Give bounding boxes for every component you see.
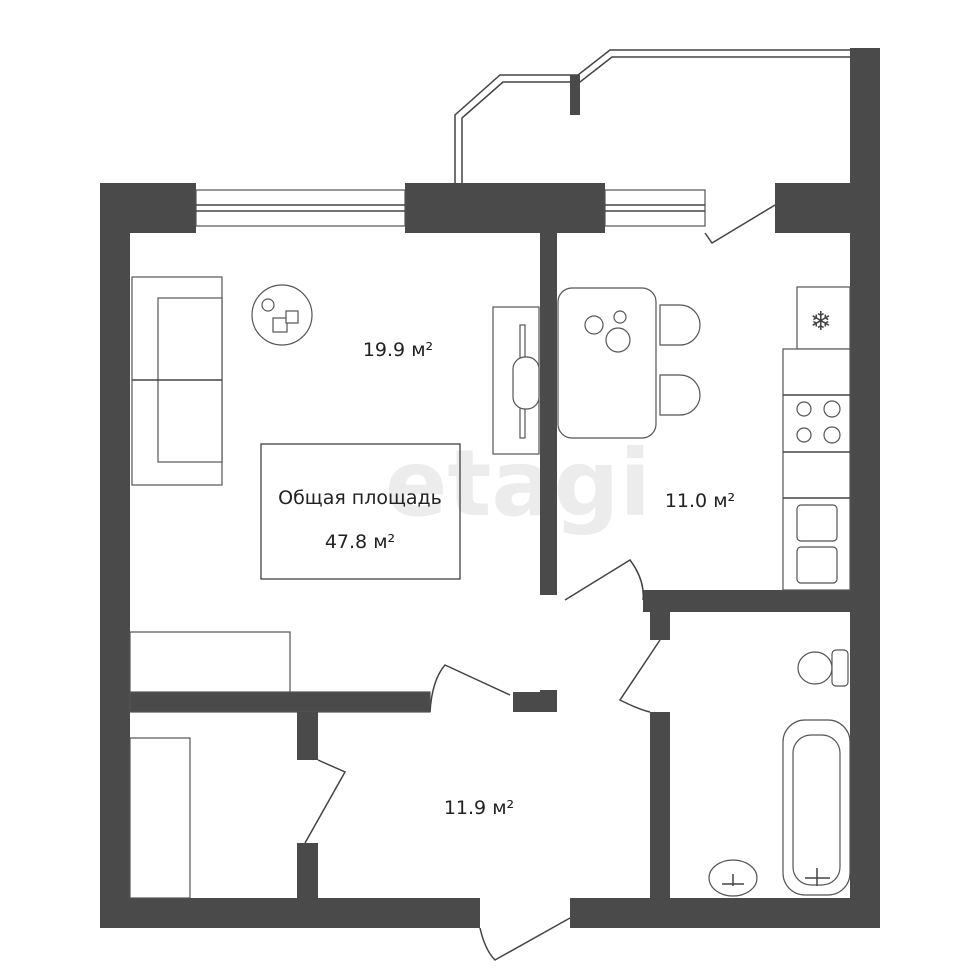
doors [304,204,776,961]
plant-table [251,284,313,346]
walls [100,48,880,928]
kitchen-area: 11.0 м² [665,490,735,512]
living-room-area: 19.9 м² [363,339,433,361]
sofa [131,276,223,486]
total-area-value: 47.8 м² [325,531,395,553]
bathtub [782,719,851,896]
total-area-label: Общая площадь [278,487,442,509]
toilet [797,649,849,687]
windows [195,189,706,227]
sink [796,504,838,584]
kitchen-counter: ❄ [782,286,851,591]
dining-table [557,287,701,439]
hallway-area: 11.9 м² [444,797,514,819]
stove [796,400,841,444]
washbasin [708,859,758,897]
snowflake-icon: ❄ [810,307,832,337]
tv-stand [492,306,540,455]
balcony [454,49,850,183]
bed [129,631,291,693]
total-area-box: Общая площадь 47.8 м² [260,443,461,580]
wardrobe [129,737,191,899]
